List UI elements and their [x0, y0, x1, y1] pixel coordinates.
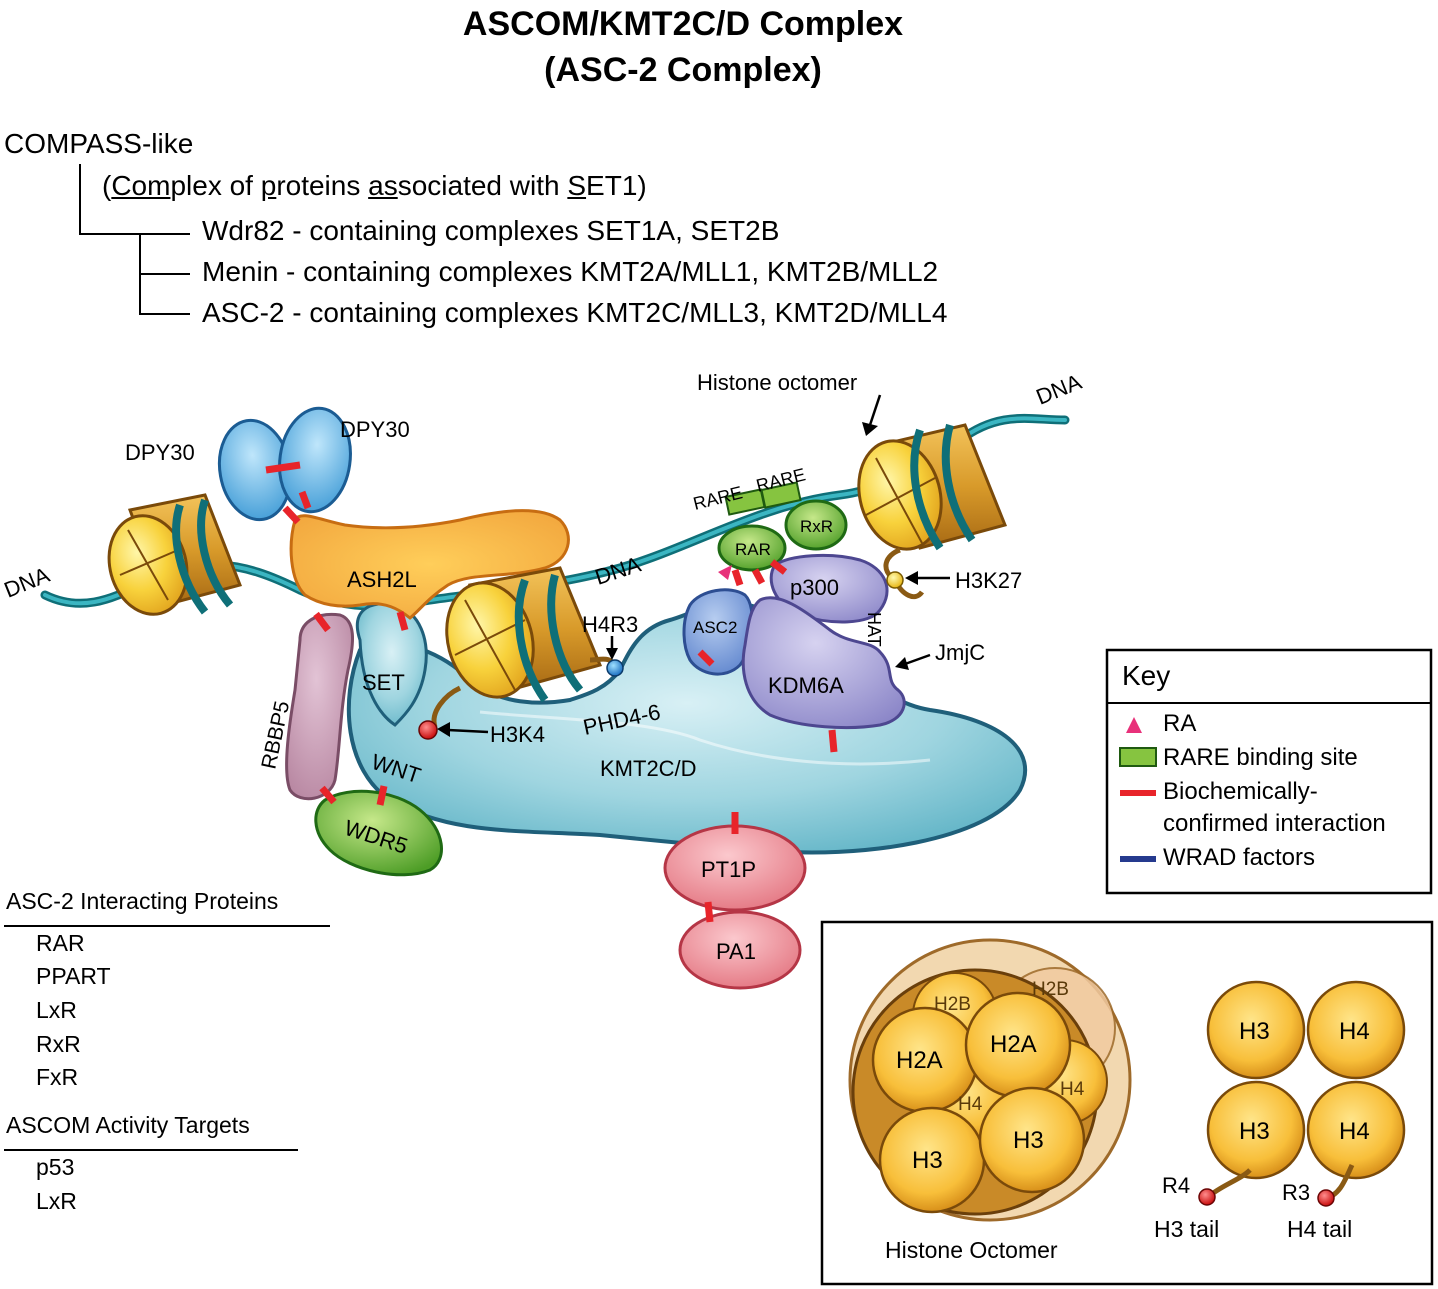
page-title: ASCOM/KMT2C/D Complex: [462, 5, 904, 43]
label-kdm6a: KDM6A: [768, 673, 844, 698]
nucleosome-left: [107, 493, 243, 616]
interacting-protein-item: PPART: [36, 963, 111, 989]
label-h4-tail: H4 tail: [1287, 1216, 1352, 1242]
key-panel: [1105, 648, 1433, 895]
label-hat: HAT: [864, 612, 884, 647]
key-item-wrad: WRAD factors: [1163, 844, 1316, 871]
activity-targets-heading: ASCOM Activity Targets: [6, 1112, 250, 1138]
label-dpy30-right: DPY30: [340, 417, 410, 442]
key-item-interaction-2: confirmed interaction: [1163, 810, 1386, 837]
oct-label-h4-right: H4: [1060, 1079, 1085, 1100]
rar-protein: [717, 524, 787, 572]
label-ash2l: ASH2L: [347, 567, 417, 592]
pa1-protein: [678, 910, 802, 990]
tet-label-h4-bottom: H4: [1339, 1118, 1370, 1145]
label-r3: R3: [1282, 1180, 1310, 1205]
oct-label-h2a-left: H2A: [896, 1047, 943, 1074]
tet-label-h3-bottom: H3: [1239, 1118, 1270, 1145]
label-r4: R4: [1162, 1173, 1190, 1198]
label-h3-tail: H3 tail: [1154, 1216, 1219, 1242]
interacting-protein-item: LxR: [36, 997, 77, 1023]
key-item-ra: RA: [1163, 710, 1197, 737]
label-kmt2cd: KMT2C/D: [600, 756, 697, 781]
ash2l-protein: [289, 509, 570, 620]
histone-octomer: [848, 938, 1132, 1222]
tet-label-h4-top: H4: [1339, 1018, 1370, 1045]
label-histone-octomer: Histone octomer: [697, 370, 857, 395]
interacting-proteins-heading: ASC-2 Interacting Proteins: [6, 888, 279, 914]
hierarchy-root: COMPASS-like: [4, 128, 194, 159]
oct-label-h2b-front: H2B: [934, 994, 971, 1015]
nucleosome-right: [857, 423, 1008, 551]
ra-ligand: [718, 565, 732, 580]
label-asc2: ASC2: [693, 618, 737, 637]
oct-label-h2b-back: H2B: [1032, 979, 1069, 1000]
activity-target-item: LxR: [36, 1188, 77, 1214]
histone-tails: [418, 547, 925, 740]
rbbp5-protein: [285, 612, 354, 801]
rxr-protein: [784, 499, 848, 551]
label-pa1: PA1: [716, 939, 756, 964]
key-interaction-swatch: [1120, 790, 1156, 796]
label-dpy30-left: DPY30: [125, 440, 195, 465]
octomer-caption: Histone Octomer: [885, 1237, 1058, 1263]
hierarchy-tree-lines: [79, 164, 190, 315]
hierarchy-child-menin: Menin - containing complexes KMT2A/MLL1,…: [202, 256, 939, 287]
label-set: SET: [362, 670, 405, 695]
oct-label-h3-right: H3: [1013, 1127, 1044, 1154]
label-h3k4: H3K4: [490, 722, 545, 747]
dpy30-dimer: [217, 406, 352, 522]
interacting-protein-item: FxR: [36, 1064, 79, 1090]
hierarchy-child-wdr82: Wdr82 - containing complexes SET1A, SET2…: [202, 215, 780, 246]
interaction-bars: [265, 461, 838, 923]
key-item-rare: RARE binding site: [1163, 744, 1358, 771]
label-dna-mid: DNA: [592, 552, 644, 590]
wdr5-protein: [314, 789, 443, 877]
key-ra-swatch: [1126, 717, 1142, 733]
activity-target-item: p53: [36, 1154, 75, 1180]
tet-label-h3-top: H3: [1239, 1018, 1270, 1045]
key-item-interaction-1: Biochemically-: [1163, 778, 1318, 805]
label-p300: p300: [790, 575, 839, 600]
hierarchy-child-asc2: ASC-2 - containing complexes KMT2C/MLL3,…: [202, 297, 948, 328]
hierarchy-definition: (Complex of proteins associated with SET…: [102, 170, 647, 201]
label-dna-right: DNA: [1033, 369, 1086, 410]
oct-label-h2a-right: H2A: [990, 1031, 1037, 1058]
interacting-protein-item: RAR: [36, 930, 85, 956]
oct-label-h4-center: H4: [958, 1094, 983, 1115]
interacting-protein-item: RxR: [36, 1031, 81, 1057]
key-rare-swatch: [1119, 747, 1157, 767]
label-h3k27: H3K27: [955, 568, 1022, 593]
oct-label-h3-left: H3: [912, 1147, 943, 1174]
label-rxr: RxR: [800, 517, 833, 536]
page-subtitle: (ASC-2 Complex): [544, 51, 822, 89]
rare-binding-sites: [724, 481, 802, 516]
label-h4r3: H4R3: [582, 612, 638, 637]
kdm6a-protein: [741, 596, 906, 729]
nucleosome-middle: [445, 566, 603, 703]
label-jmjc: JmjC: [935, 640, 985, 665]
label-pt1p: PT1P: [701, 857, 756, 882]
label-rar: RAR: [735, 540, 771, 559]
kmt2cd-protein: [346, 601, 1028, 855]
h3-h4-tetramer: [1198, 980, 1406, 1207]
key-title: Key: [1122, 660, 1171, 691]
annotation-arrows: [437, 394, 950, 737]
key-wrad-swatch: [1120, 856, 1156, 862]
